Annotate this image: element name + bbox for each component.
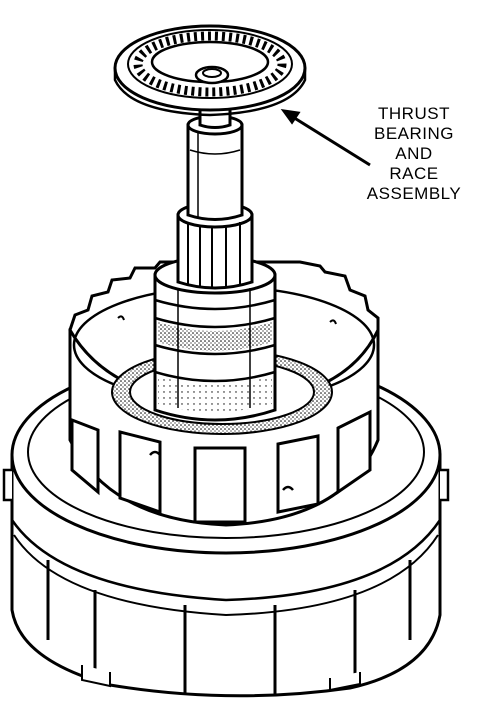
shaft-hub	[153, 93, 277, 422]
thrust-bearing	[113, 24, 307, 117]
callout-line-2: BEARING	[373, 124, 455, 143]
callout-label: THRUST BEARING AND RACE ASSEMBLY	[352, 104, 476, 204]
callout-leader-line	[280, 109, 371, 167]
callout-line-4: RACE	[389, 164, 439, 183]
callout-line-1: THRUST	[378, 104, 450, 123]
callout-line-5: ASSEMBLY	[366, 184, 462, 203]
callout-line-3: AND	[395, 144, 433, 163]
